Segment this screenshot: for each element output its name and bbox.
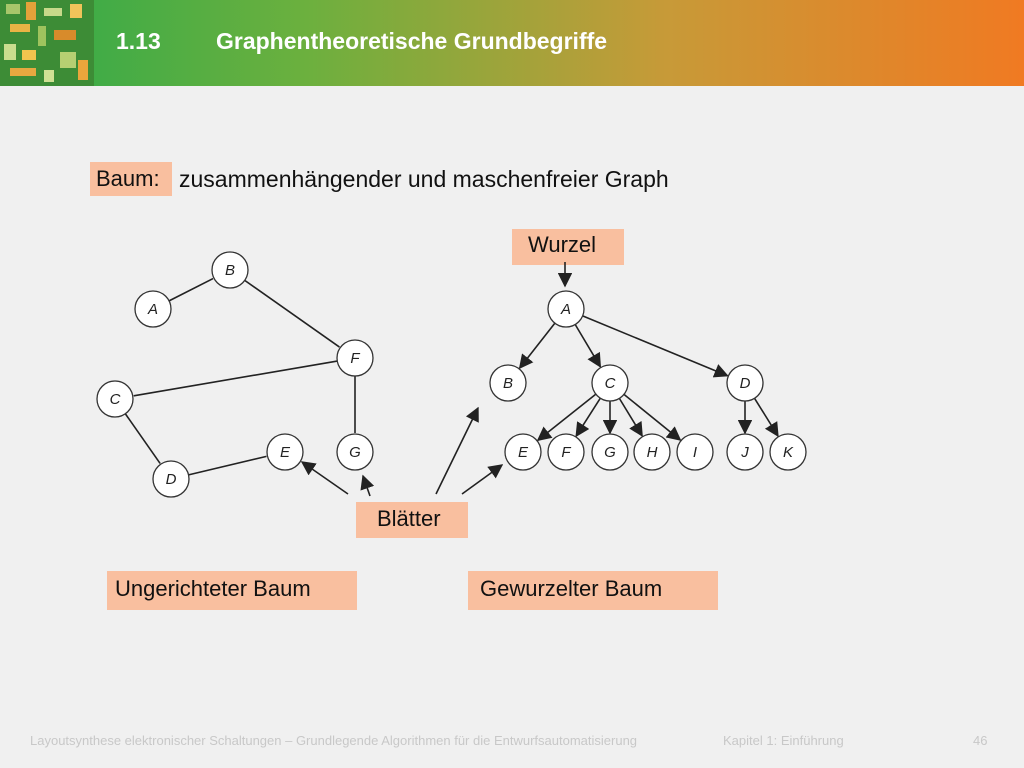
rooted-node-c: C xyxy=(591,364,629,402)
rooted-tree-edges xyxy=(518,315,779,442)
undirected-node-b: B xyxy=(211,251,249,289)
rooted-edge-d-k xyxy=(753,397,779,438)
rooted-edge-c-f xyxy=(575,397,601,438)
definition-text: zusammenhängender und maschenfreier Grap… xyxy=(179,166,669,192)
undirected-node-circle xyxy=(152,460,190,498)
undirected-node-label: D xyxy=(166,471,177,488)
rooted-node-e: E xyxy=(504,433,542,471)
rooted-node-label: D xyxy=(740,375,751,392)
rooted-node-i: I xyxy=(676,433,714,471)
section-number: 1.13 xyxy=(116,28,161,54)
undirected-tree-edges xyxy=(124,277,356,476)
rooted-node-circle xyxy=(726,433,764,471)
undirected-edge-a-b xyxy=(168,277,214,302)
undirected-node-label: C xyxy=(110,391,121,408)
rooted-node-circle xyxy=(726,364,764,402)
undirected-node-c: C xyxy=(96,380,134,418)
term-text: Baum: xyxy=(96,166,160,191)
rooted-node-label: C xyxy=(605,375,616,392)
undirected-node-circle xyxy=(266,433,304,471)
rooted-node-b: B xyxy=(489,364,527,402)
rooted-node-circle xyxy=(489,364,527,402)
undirected-node-label: B xyxy=(225,262,235,279)
undirected-tree-nodes: A B C D E F G xyxy=(96,251,374,498)
rooted-node-label: F xyxy=(561,444,571,461)
undirected-tree-label: Ungerichteter Baum xyxy=(107,571,357,610)
undirected-node-e: E xyxy=(266,433,304,471)
undirected-node-label: A xyxy=(147,301,158,318)
rooted-node-label: B xyxy=(503,375,513,392)
rooted-tree-label: Gewurzelter Baum xyxy=(468,571,718,610)
undirected-node-circle xyxy=(336,339,374,377)
rooted-node-label: K xyxy=(783,444,794,461)
circuit-logo-icon xyxy=(0,0,94,86)
undirected-tree-text: Ungerichteter Baum xyxy=(115,576,311,601)
blaetter-text: Blätter xyxy=(377,506,441,531)
undirected-node-a: A xyxy=(134,290,172,328)
term-label: Baum: xyxy=(90,162,172,196)
undirected-node-label: F xyxy=(350,350,360,367)
undirected-node-circle xyxy=(211,251,249,289)
undirected-node-circle xyxy=(96,380,134,418)
rooted-node-circle xyxy=(547,433,585,471)
rooted-edge-c-h xyxy=(618,397,643,438)
undirected-node-d: D xyxy=(152,460,190,498)
rooted-node-circle xyxy=(504,433,542,471)
undirected-node-circle xyxy=(134,290,172,328)
rooted-node-circle xyxy=(591,364,629,402)
rooted-node-g: G xyxy=(591,433,629,471)
undirected-edge-f-c xyxy=(133,360,338,397)
wurzel-label: Wurzel xyxy=(512,229,624,265)
rooted-edge-a-c xyxy=(574,324,602,368)
undirected-node-label: E xyxy=(280,444,291,461)
undirected-edge-c-d xyxy=(124,413,161,464)
rooted-node-h: H xyxy=(633,433,671,471)
rooted-node-d: D xyxy=(726,364,764,402)
rooted-node-circle xyxy=(676,433,714,471)
blaetter-label: Blätter xyxy=(356,502,468,538)
rooted-node-label: I xyxy=(693,444,697,461)
footer-chapter: Kapitel 1: Einführung xyxy=(723,733,844,748)
page-title: Graphentheoretische Grundbegriffe xyxy=(216,28,608,54)
undirected-edge-d-e xyxy=(188,455,267,476)
rooted-node-k: K xyxy=(769,433,807,471)
undirected-node-f: F xyxy=(336,339,374,377)
undirected-edge-b-f xyxy=(244,279,340,348)
rooted-tree-text: Gewurzelter Baum xyxy=(480,576,663,601)
rooted-node-circle xyxy=(769,433,807,471)
rooted-node-circle xyxy=(591,433,629,471)
rooted-node-label: H xyxy=(647,444,658,461)
rooted-edge-c-e xyxy=(536,393,597,442)
pointer-arrows xyxy=(300,262,573,497)
rooted-node-label: E xyxy=(518,444,529,461)
rooted-node-circle xyxy=(633,433,671,471)
rooted-node-label: A xyxy=(560,301,571,318)
footer-course: Layoutsynthese elektronischer Schaltunge… xyxy=(30,733,638,748)
undirected-node-circle xyxy=(336,433,374,471)
rooted-edge-c-i xyxy=(623,393,682,441)
rooted-node-label: G xyxy=(604,444,616,461)
rooted-node-j: J xyxy=(726,433,764,471)
rooted-node-a: A xyxy=(547,290,585,328)
undirected-node-g: G xyxy=(336,433,374,471)
wurzel-text: Wurzel xyxy=(528,232,597,257)
leaf-pointer-arrow-e xyxy=(300,461,349,495)
rooted-edge-a-b xyxy=(518,322,556,370)
header-bar: 1.13 Graphentheoretische Grundbegriffe xyxy=(0,0,1024,86)
leaf-pointer-arrow-b xyxy=(435,406,479,495)
leaf-pointer-arrow-e2 xyxy=(461,464,504,495)
rooted-edge-a-d xyxy=(582,315,729,378)
rooted-node-f: F xyxy=(547,433,585,471)
undirected-node-label: G xyxy=(349,444,361,461)
rooted-tree-nodes: A B C D E F G H I J K xyxy=(489,290,807,471)
rooted-node-label: J xyxy=(740,444,749,461)
leaf-pointer-arrow-g xyxy=(360,474,375,497)
rooted-node-circle xyxy=(547,290,585,328)
footer-page-number: 46 xyxy=(973,733,988,748)
